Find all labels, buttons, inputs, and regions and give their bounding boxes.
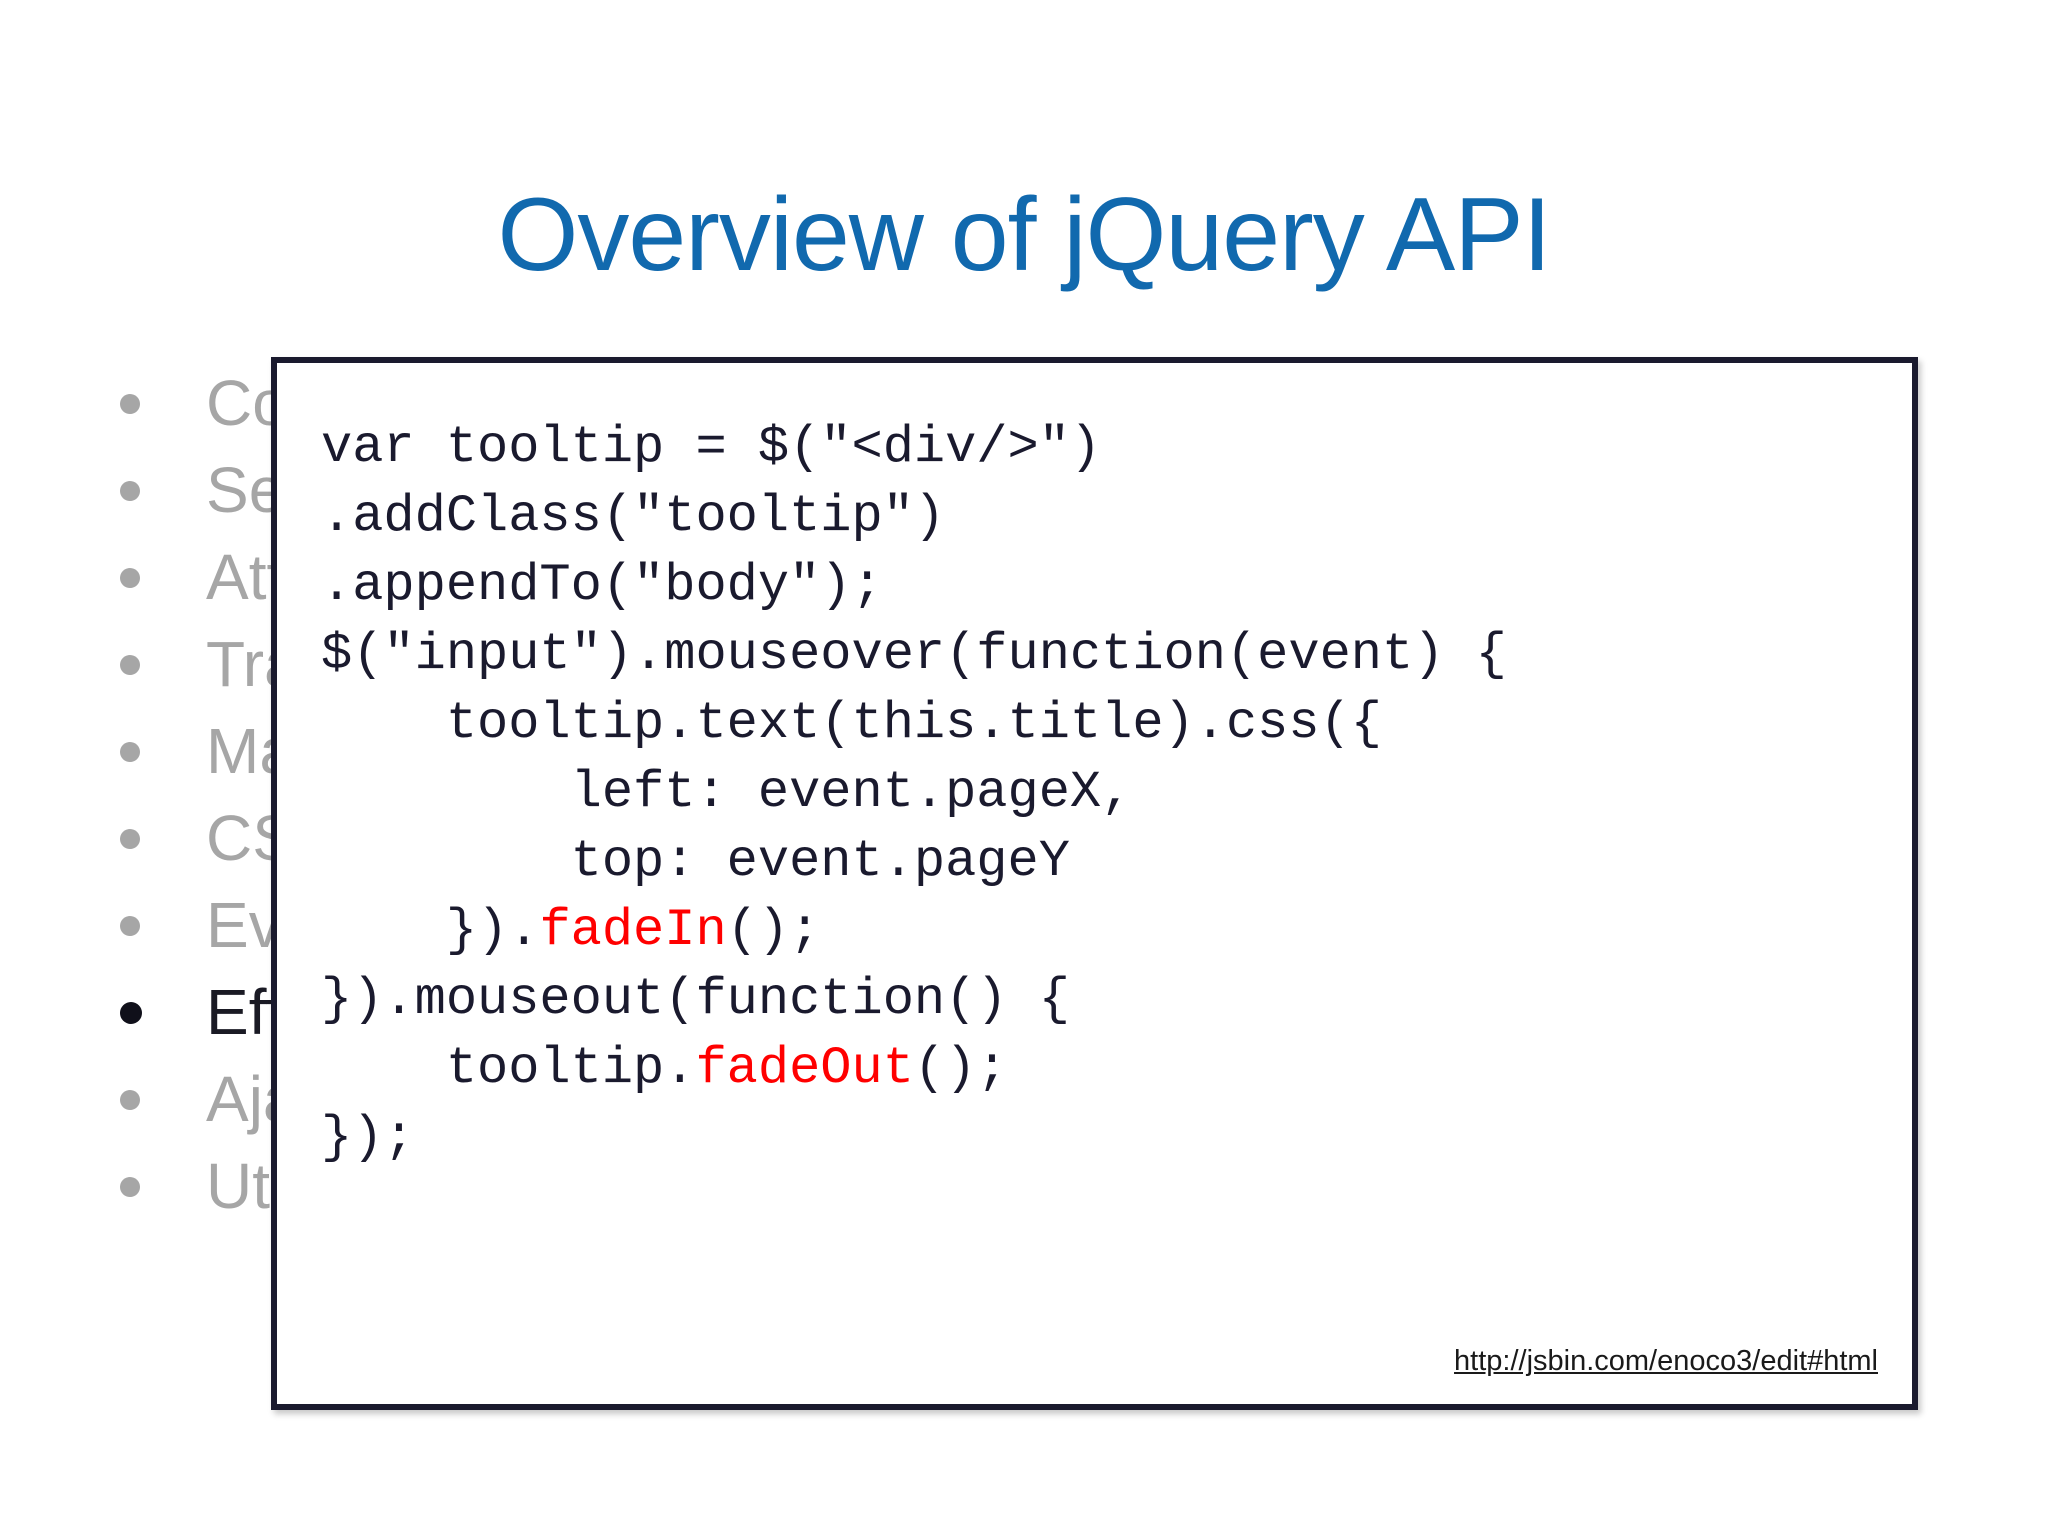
code-token: .addClass("tooltip")	[321, 487, 946, 546]
code-sample-text: var tooltip = $("<div/>") .addClass("too…	[321, 413, 1507, 1172]
bullet-dot-icon	[120, 1089, 140, 1110]
code-token: tooltip.	[321, 1039, 696, 1098]
bullet-dot-icon	[120, 480, 140, 501]
source-url-link[interactable]: http://jsbin.com/enoco3/edit#html	[1454, 1345, 1878, 1377]
code-token: }).mouseout(function() {	[321, 970, 1070, 1029]
code-token: .appendTo("body");	[321, 556, 883, 615]
bullet-dot-icon	[120, 1176, 140, 1197]
code-token: ();	[913, 1039, 1008, 1098]
code-highlight-token: fadeIn	[539, 901, 727, 960]
code-token: ();	[726, 901, 821, 960]
code-token: $("input").mouseover(function(event) {	[321, 625, 1507, 684]
bullet-dot-icon	[120, 915, 140, 936]
bullet-dot-icon	[120, 393, 140, 414]
bullet-dot-icon	[120, 1001, 142, 1024]
bullet-dot-icon	[120, 828, 140, 849]
bullet-dot-icon	[120, 654, 140, 675]
bullet-dot-icon	[120, 567, 140, 588]
code-token: top: event.pageY	[321, 832, 1070, 891]
code-token: tooltip.text(this.title).css({	[321, 694, 1382, 753]
code-token: var tooltip = $("<div/>")	[321, 418, 1102, 477]
bullet-dot-icon	[120, 741, 140, 762]
code-token: }).	[321, 901, 540, 960]
page-title: Overview of jQuery API	[497, 176, 1551, 293]
code-sample-box: var tooltip = $("<div/>") .addClass("too…	[271, 357, 1918, 1410]
code-token: });	[321, 1108, 415, 1167]
code-token: left: event.pageX,	[321, 763, 1133, 822]
code-highlight-token: fadeOut	[695, 1039, 914, 1098]
